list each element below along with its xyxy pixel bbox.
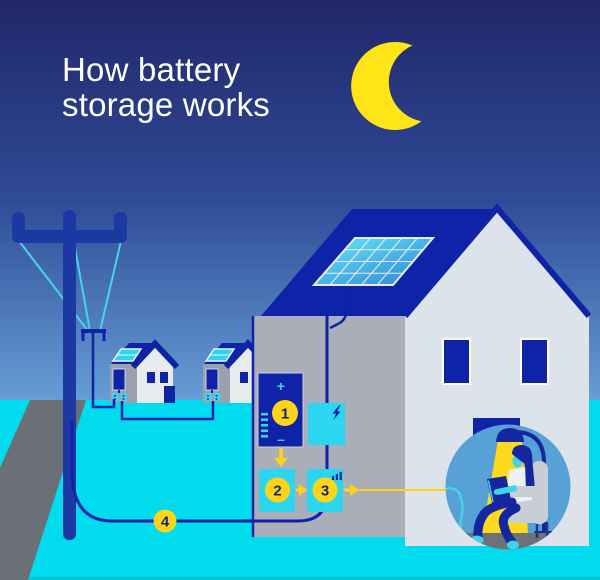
meter-box	[120, 393, 127, 401]
meter-dot	[207, 395, 209, 397]
power-line	[99, 240, 122, 332]
home-interior-inset	[445, 424, 571, 550]
arm	[497, 485, 517, 495]
solar-panel-grid	[324, 237, 423, 286]
charge-level-bars-icon	[332, 472, 342, 480]
door	[164, 386, 175, 403]
step-2-box: 2	[259, 469, 295, 512]
panel-feed-wire	[329, 286, 348, 330]
window	[147, 372, 155, 383]
inverter-cabinet	[308, 403, 345, 445]
hair	[512, 445, 535, 490]
battery-minus-terminal: –	[277, 431, 285, 447]
flow-arrowhead	[350, 484, 359, 496]
meter-dot	[215, 398, 218, 400]
power-line	[74, 247, 91, 332]
power-pole	[12, 210, 127, 540]
meter-dot	[215, 395, 218, 397]
person-reading	[470, 445, 544, 550]
meter-box	[205, 393, 212, 401]
meter-dot	[207, 398, 209, 400]
step-2-badge	[265, 477, 290, 503]
window-left	[442, 338, 471, 385]
meter-dot	[114, 395, 116, 397]
window	[160, 372, 168, 383]
step-3-badge	[312, 477, 338, 503]
lightning-bolt-icon	[332, 405, 341, 420]
flow-arrowhead	[299, 484, 307, 496]
leg	[498, 503, 521, 547]
window-right	[520, 338, 549, 385]
energy-flow-arrows	[274, 448, 446, 496]
pole-crossbar	[12, 230, 127, 243]
neighborhood-houses	[91, 333, 273, 421]
step-4-number: 4	[161, 514, 170, 531]
page-title: How battery storage works	[62, 52, 270, 122]
wall-battery	[112, 368, 126, 391]
lamp-shade	[496, 428, 524, 442]
step-4-badge	[153, 509, 177, 533]
bracket-prongs	[81, 333, 106, 341]
flow-arrowhead	[274, 458, 288, 467]
meter-dot	[122, 398, 125, 400]
step-1-badge	[272, 400, 298, 426]
charge-level-indicator-icon	[261, 413, 268, 438]
roof-edge	[130, 339, 180, 370]
solar-panel	[311, 237, 436, 286]
ground-edge	[0, 577, 600, 580]
meter-box	[112, 393, 119, 401]
step-1-number: 1	[281, 406, 289, 423]
inverter-box	[308, 403, 345, 445]
laptop-screen-edge	[487, 480, 494, 503]
shoe	[507, 540, 519, 550]
title-line-2: storage works	[62, 86, 271, 123]
step-3-box: 3	[307, 469, 343, 512]
hand	[493, 489, 500, 495]
step-2-number: 2	[273, 483, 281, 500]
wall-battery	[205, 368, 219, 391]
power-line	[18, 240, 89, 332]
house-to-house-wire	[120, 401, 215, 421]
battery-unit: + – 1	[257, 372, 304, 448]
meter-box	[213, 393, 220, 401]
battery-plus-terminal: +	[277, 378, 285, 394]
leg	[473, 497, 517, 541]
step-4-badge-group: 4	[153, 509, 177, 533]
roof-edge	[402, 203, 592, 318]
meter-dot	[122, 395, 125, 397]
neighborhood-house-1	[110, 339, 180, 403]
window	[240, 372, 248, 383]
step-3-number: 3	[321, 483, 329, 500]
title-line-1: How battery	[62, 51, 241, 88]
crescent-moon-icon	[351, 41, 422, 130]
service-drop-wire	[91, 333, 116, 409]
